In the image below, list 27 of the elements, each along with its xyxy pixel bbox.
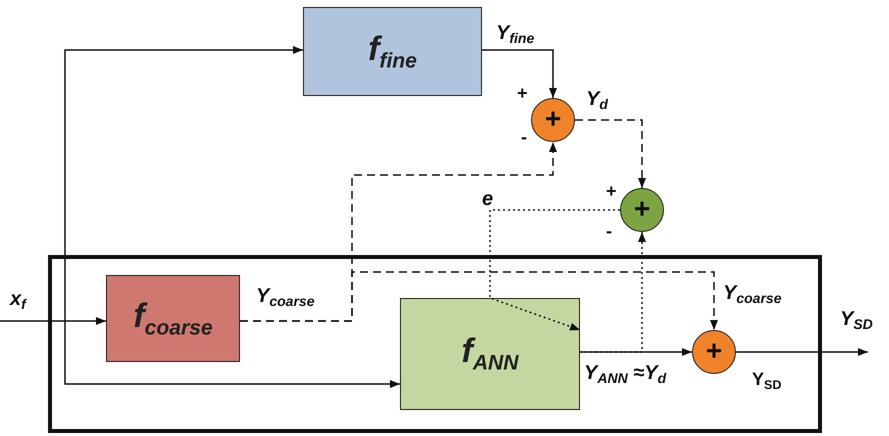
plus-sign: +	[544, 105, 562, 133]
process-box	[303, 7, 482, 96]
sign-label: Y$_{SD}$	[752, 370, 782, 392]
arrow	[240, 271, 718, 330]
plus-sign: +	[706, 337, 722, 365]
process-box	[400, 298, 580, 410]
sign-label: -	[606, 222, 612, 240]
summing-junction	[620, 188, 664, 232]
summing-junction	[692, 330, 736, 374]
arrow	[64, 46, 303, 321]
function-label: f$_{coarse}$	[133, 296, 213, 340]
arrow	[489, 209, 620, 331]
arrow	[482, 49, 557, 98]
sign-label: +	[606, 182, 617, 200]
arrow	[580, 348, 692, 356]
process-box	[106, 275, 240, 362]
sign-label: -	[521, 128, 527, 146]
summing-junction	[531, 98, 575, 142]
arrow	[736, 348, 868, 356]
plus-sign: +	[634, 195, 650, 223]
arrow	[575, 119, 646, 188]
arrow	[64, 321, 400, 388]
frame-box	[48, 255, 822, 433]
function-label: f$_{fine}$	[368, 30, 417, 74]
sign-label: +	[517, 84, 528, 102]
arrow	[0, 317, 106, 326]
function-label: f$_{ANN}$	[462, 332, 518, 376]
